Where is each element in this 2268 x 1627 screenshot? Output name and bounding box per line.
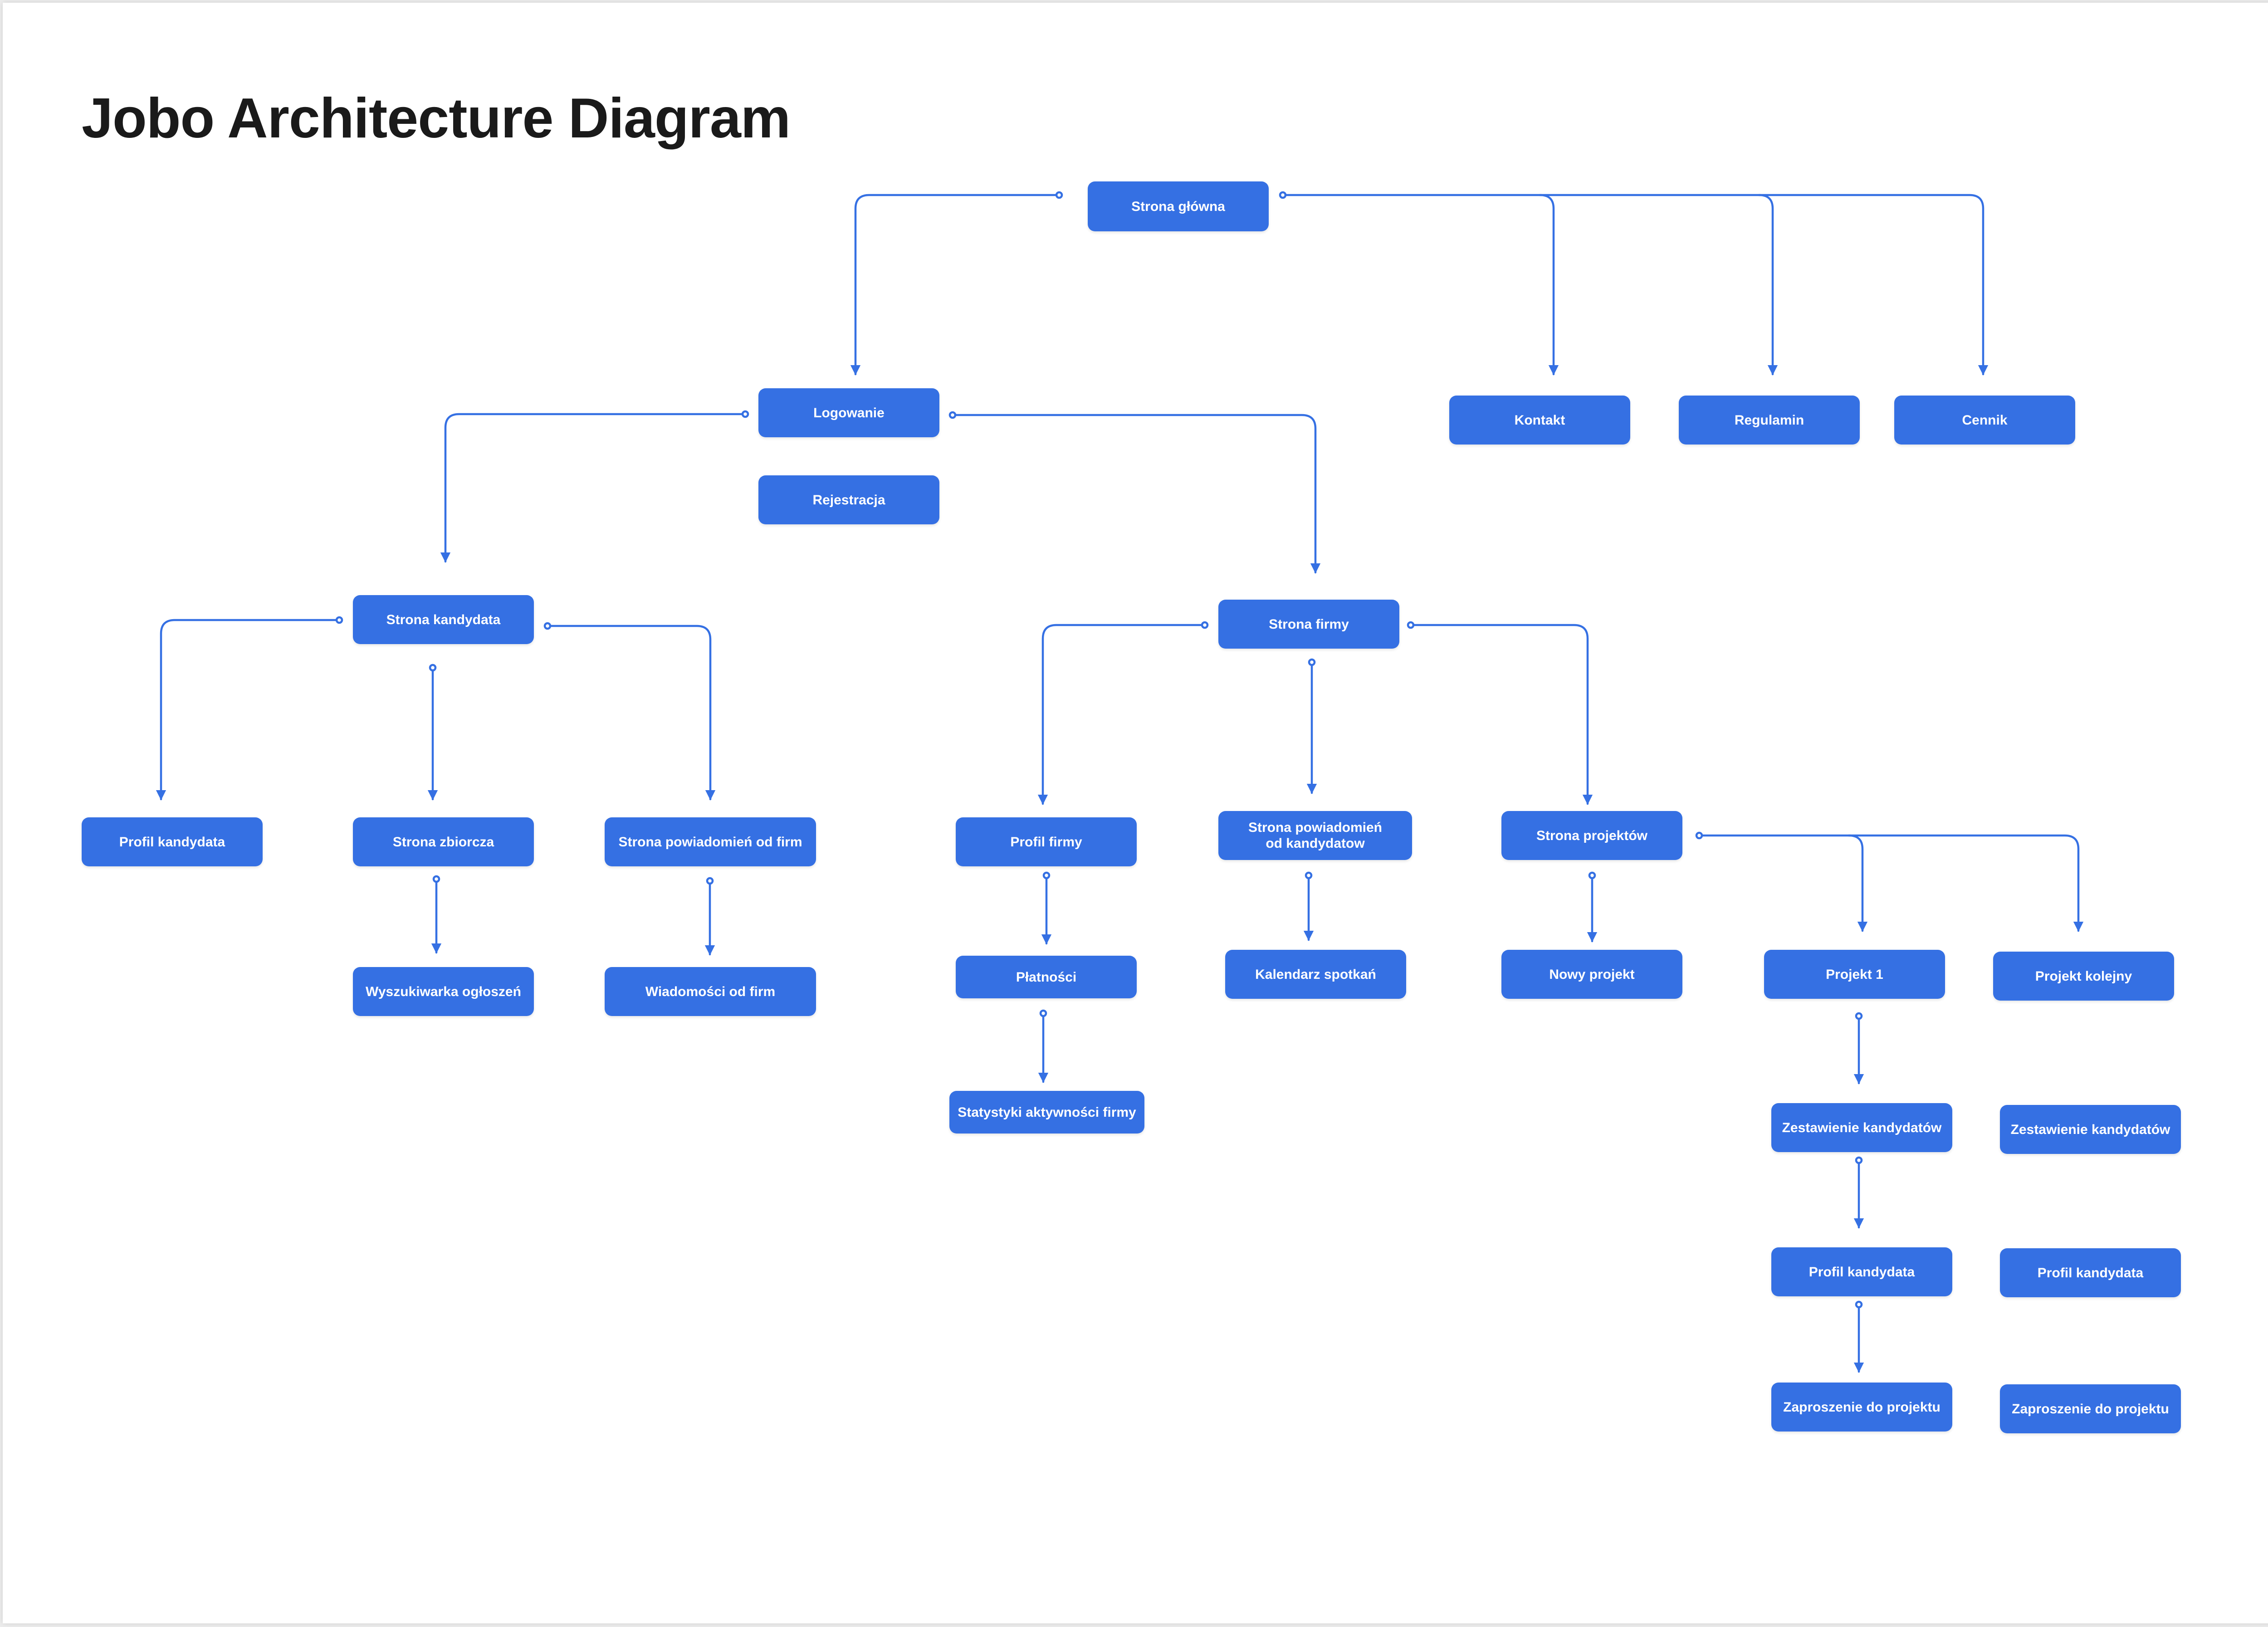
node-label: Profil kandydata — [1809, 1264, 1915, 1280]
node-label: Statystyki aktywności firmy — [958, 1104, 1136, 1120]
node-label: Cennik — [1962, 412, 2008, 428]
node-strona-kandydata[interactable]: Strona kandydata — [353, 595, 534, 644]
edge-projects-project1 — [1698, 834, 1868, 932]
node-strona-projektow[interactable]: Strona projektów — [1501, 811, 1682, 860]
node-label: Strona główna — [1131, 199, 1225, 214]
node-p1-zestawienie-kandydatow[interactable]: Zestawienie kandydatów — [1771, 1103, 1952, 1152]
node-label: Projekt 1 — [1826, 967, 1883, 982]
edge-login-company — [951, 414, 1321, 574]
node-label: Projekt kolejny — [2035, 968, 2132, 984]
node-pn-zestawienie-kandydatow[interactable]: Zestawienie kandydatów — [2000, 1105, 2181, 1154]
node-p1-profil-kandydata[interactable]: Profil kandydata — [1771, 1247, 1952, 1296]
edge-candidate-profile — [156, 619, 341, 801]
port-dot — [1855, 1300, 1863, 1309]
port-dot — [1407, 621, 1415, 629]
node-projekt-kolejny[interactable]: Projekt kolejny — [1993, 952, 2174, 1001]
node-strona-powiadomien-od-firm[interactable]: Strona powiadomień od firm — [605, 817, 816, 866]
edge-projects-projectnext — [1848, 834, 2084, 932]
node-wyszukiwarka-ogloszen[interactable]: Wyszukiwarka ogłoszeń — [353, 967, 534, 1016]
node-logowanie[interactable]: Logowanie — [758, 388, 939, 437]
edge-home-login — [850, 194, 1061, 376]
node-kontakt[interactable]: Kontakt — [1449, 396, 1630, 445]
port-dot — [1855, 1012, 1863, 1020]
node-label: Strona projektów — [1536, 828, 1648, 843]
port-dot — [1695, 831, 1703, 840]
node-cennik[interactable]: Cennik — [1894, 396, 2075, 445]
port-dot — [741, 410, 749, 418]
port-dot — [948, 411, 957, 419]
node-label: Profil kandydata — [119, 834, 225, 850]
port-dot — [1279, 191, 1287, 199]
node-regulamin[interactable]: Regulamin — [1679, 396, 1860, 445]
node-label: Strona firmy — [1269, 616, 1349, 632]
port-dot — [543, 622, 552, 630]
node-label: Profil kandydata — [2037, 1265, 2144, 1280]
node-label: Zestawienie kandydatów — [2010, 1122, 2170, 1137]
node-strona-glowna[interactable]: Strona główna — [1088, 181, 1269, 231]
node-label: Nowy projekt — [1549, 967, 1635, 982]
edge-candidate-notifications — [546, 625, 716, 801]
node-pn-zaproszenie-do-projektu[interactable]: Zaproszenie do projektu — [2000, 1384, 2181, 1433]
node-label: Kontakt — [1514, 412, 1565, 428]
node-label: Kalendarz spotkań — [1255, 967, 1376, 982]
edge-home-terms — [1539, 194, 1778, 376]
node-label: Strona kandydata — [386, 612, 501, 627]
node-profil-kandydata[interactable]: Profil kandydata — [82, 817, 263, 866]
node-pn-profil-kandydata[interactable]: Profil kandydata — [2000, 1248, 2181, 1297]
node-strona-zbiorcza[interactable]: Strona zbiorcza — [353, 817, 534, 866]
port-dot — [1039, 1009, 1047, 1017]
node-label: Strona powiadomień od firm — [618, 834, 802, 850]
port-dot — [1042, 871, 1051, 879]
node-label: Płatności — [1016, 969, 1077, 985]
node-projekt-1[interactable]: Projekt 1 — [1764, 950, 1945, 999]
node-label: Strona zbiorcza — [392, 834, 494, 850]
port-dot — [1588, 871, 1596, 879]
node-nowy-projekt[interactable]: Nowy projekt — [1501, 950, 1682, 999]
diagram-canvas — [3, 3, 2268, 1623]
node-label: Zestawienie kandydatów — [1782, 1120, 1942, 1135]
port-dot — [429, 664, 437, 672]
edge-login-candidate — [440, 413, 747, 563]
node-label: Logowanie — [813, 405, 885, 420]
node-kalendarz-spotkan[interactable]: Kalendarz spotkań — [1225, 950, 1406, 999]
node-label: Regulamin — [1734, 412, 1804, 428]
node-rejestracja[interactable]: Rejestracja — [758, 475, 939, 524]
port-dot — [1855, 1156, 1863, 1164]
node-wiadomosci-od-firm[interactable]: Wiadomości od firm — [605, 967, 816, 1016]
edge-company-projects — [1409, 624, 1593, 805]
port-dot — [1055, 191, 1063, 199]
node-label: Zaproszenie do projektu — [1783, 1399, 1941, 1415]
edge-home-pricing — [1758, 194, 1989, 376]
node-label: Zaproszenie do projektu — [2012, 1401, 2169, 1417]
node-strona-powiadomien-od-kandydatow[interactable]: Strona powiadomień od kandydatow — [1218, 811, 1412, 860]
edge-home-contact — [1281, 194, 1559, 376]
node-label: Strona powiadomień od kandydatow — [1248, 820, 1383, 851]
node-profil-firmy[interactable]: Profil firmy — [956, 817, 1137, 866]
port-dot — [1305, 871, 1313, 879]
node-label: Profil firmy — [1010, 834, 1082, 850]
port-dot — [706, 877, 714, 885]
node-p1-zaproszenie-do-projektu[interactable]: Zaproszenie do projektu — [1771, 1383, 1952, 1432]
node-label: Wyszukiwarka ogłoszeń — [366, 984, 521, 999]
node-platnosci[interactable]: Płatności — [956, 956, 1137, 998]
port-dot — [1201, 621, 1209, 629]
diagram-title: Jobo Architecture Diagram — [82, 87, 791, 150]
node-label: Wiadomości od firm — [645, 984, 776, 999]
node-label: Rejestracja — [812, 492, 885, 508]
node-statystyki-aktywnosci-firmy[interactable]: Statystyki aktywności firmy — [949, 1091, 1144, 1134]
port-dot — [432, 875, 440, 883]
port-dot — [335, 616, 343, 624]
node-strona-firmy[interactable]: Strona firmy — [1218, 600, 1399, 649]
edge-company-profile — [1037, 624, 1206, 805]
port-dot — [1308, 658, 1316, 666]
